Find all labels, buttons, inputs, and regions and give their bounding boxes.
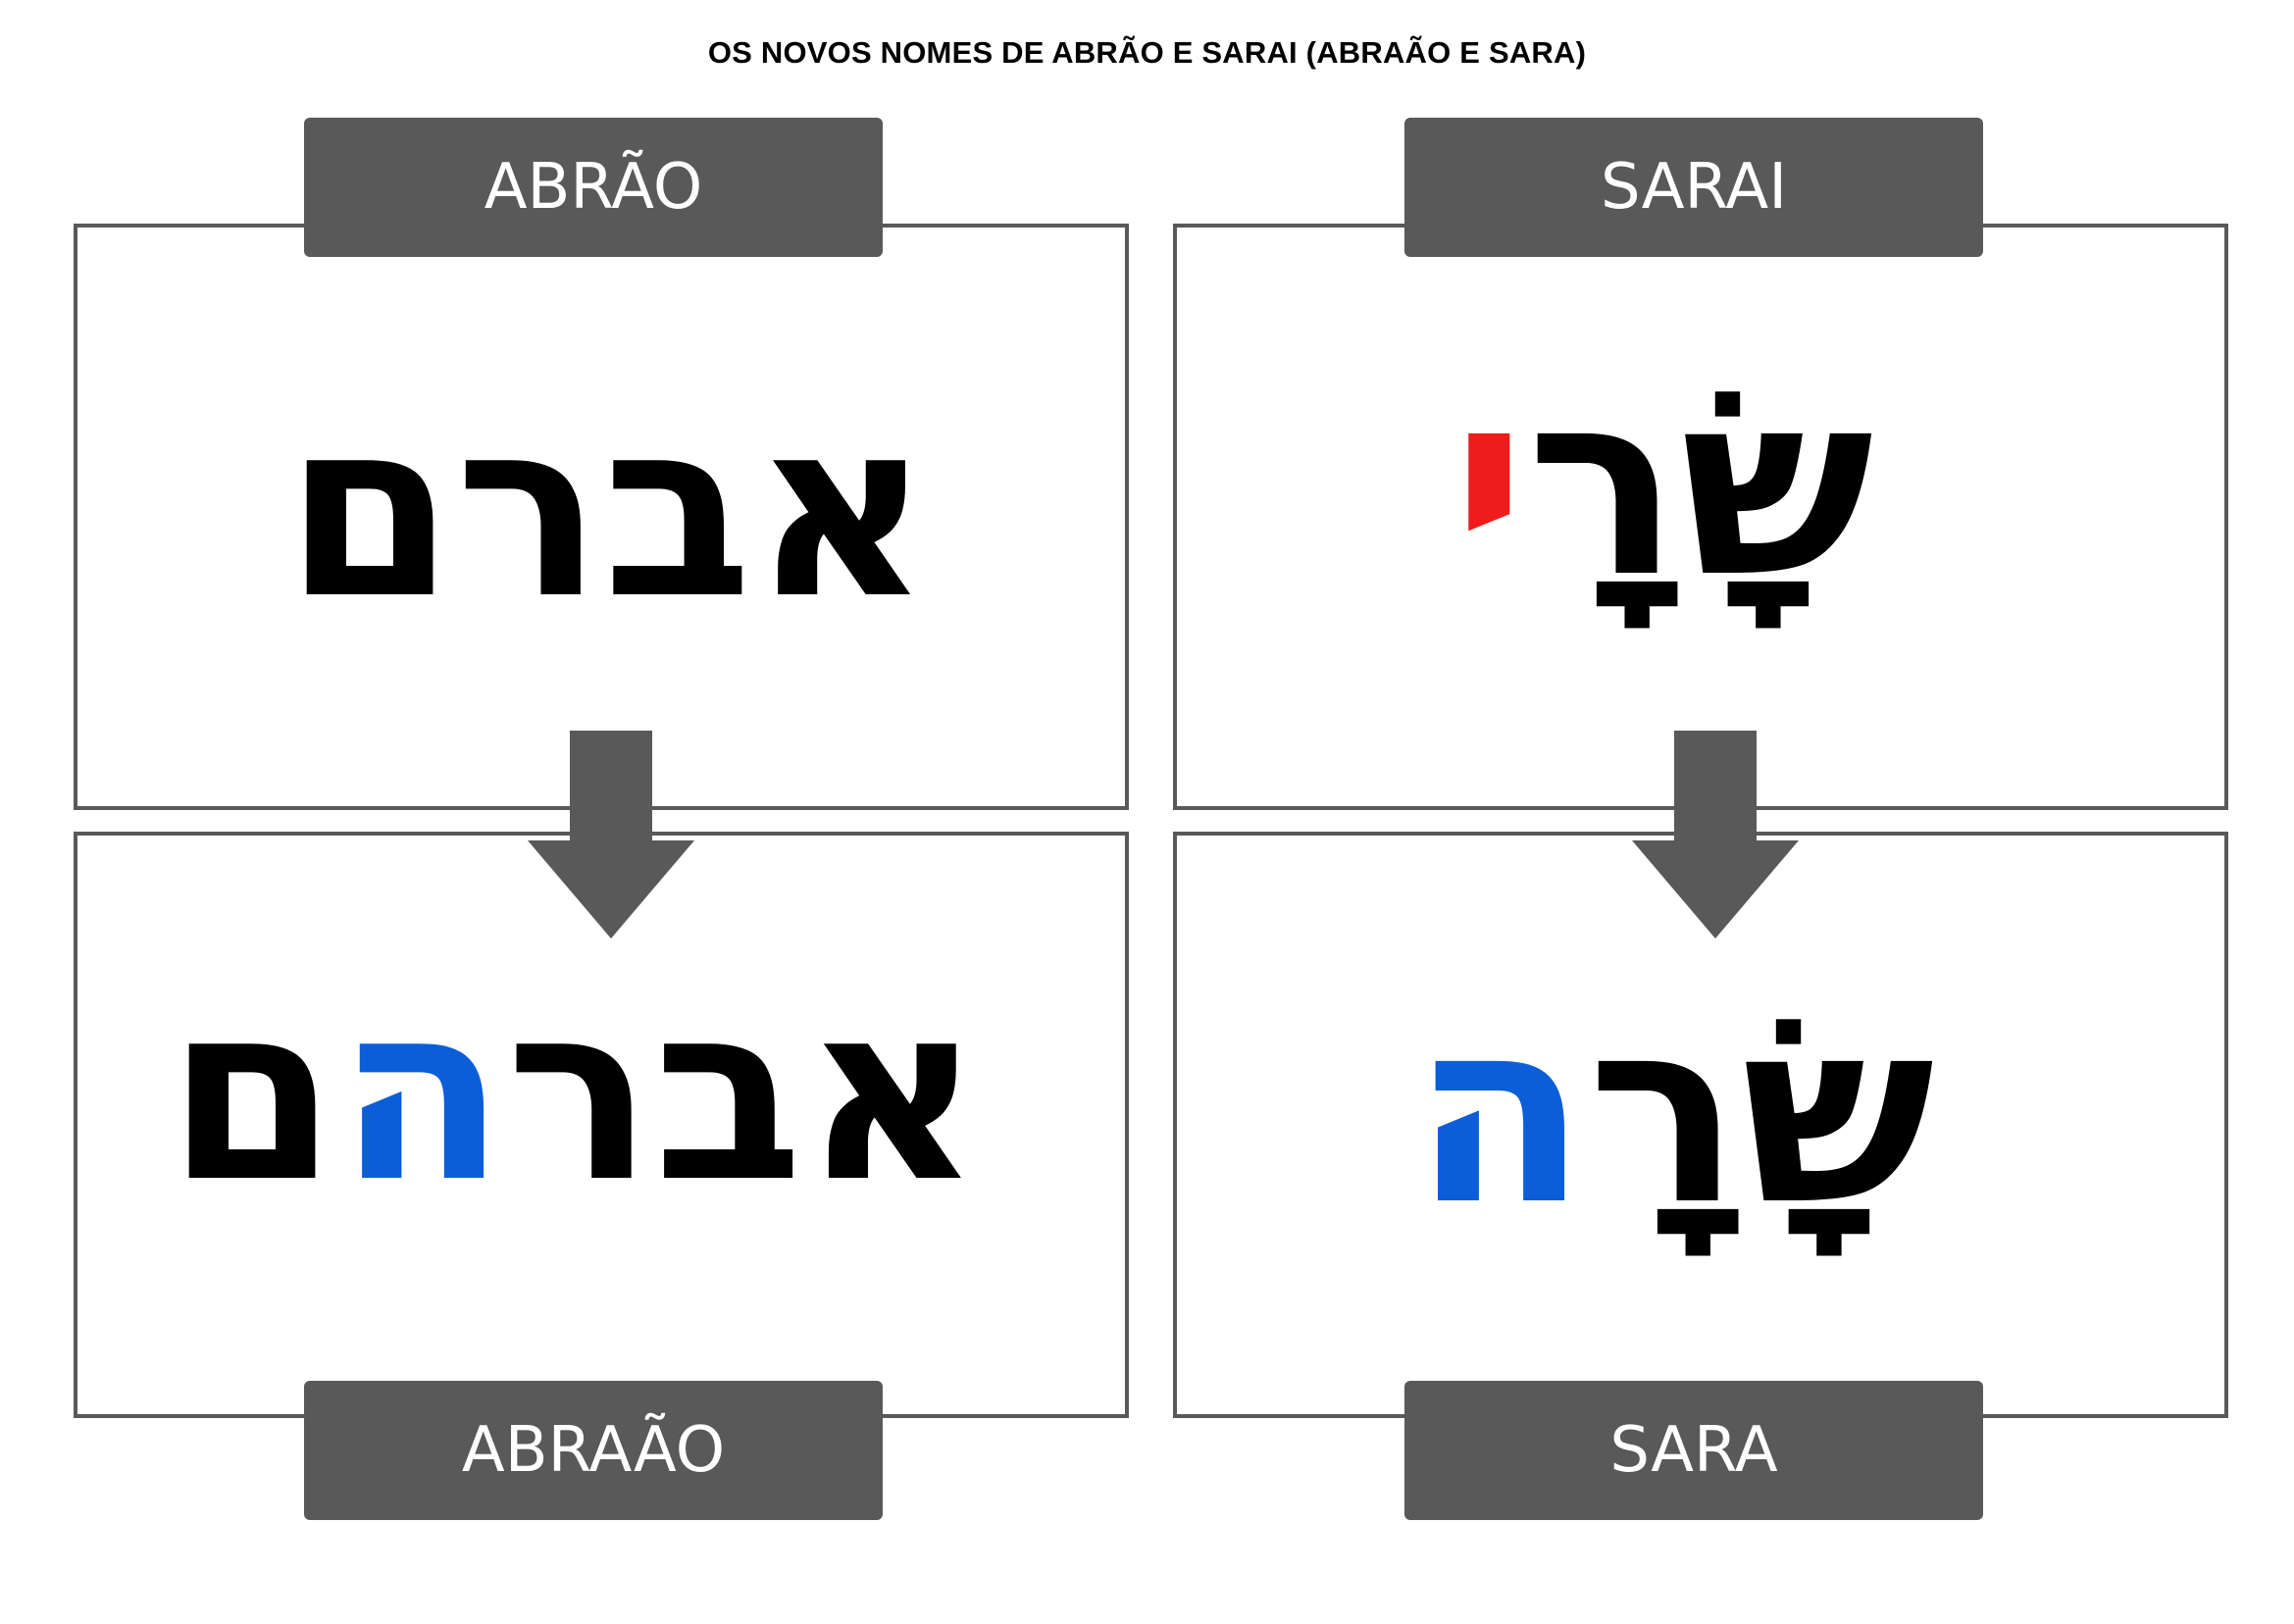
abraham-label: ABRAÃO	[304, 1381, 883, 1520]
sarai-hebrew-letters: שָׂרָ	[1526, 337, 1874, 634]
abram-label: ABRÃO	[304, 118, 883, 257]
sarai-removed-letter: י	[1452, 337, 1527, 634]
abraham-panel	[74, 832, 1129, 1418]
abraham-hebrew: אברהם	[167, 971, 1030, 1216]
abram-panel	[74, 224, 1129, 810]
sara-panel	[1173, 832, 2228, 1418]
sarai-label: SARAI	[1404, 118, 1983, 257]
abram-hebrew: אברם	[284, 387, 1030, 633]
sara-added-letter: ה	[1412, 965, 1588, 1261]
sarai-hebrew: שָׂרָי	[1452, 338, 1981, 633]
arrow-down-icon	[528, 731, 694, 939]
sara-hebrew: שָׂרָה	[1412, 966, 2001, 1260]
sara-label: SARA	[1404, 1381, 1983, 1520]
page-title: OS NOVOS NOMES DE ABRÃO E SARAI (ABRAÃO …	[707, 35, 1587, 70]
arrow-down-icon	[1632, 731, 1799, 939]
abraham-hebrew-after: ם	[167, 950, 338, 1236]
sara-hebrew-letters: שָׂרָ	[1587, 965, 1935, 1261]
abraham-added-letter: ה	[337, 950, 506, 1236]
abram-hebrew-letters: אברם	[284, 367, 932, 652]
abraham-hebrew-before: אבר	[505, 950, 982, 1236]
